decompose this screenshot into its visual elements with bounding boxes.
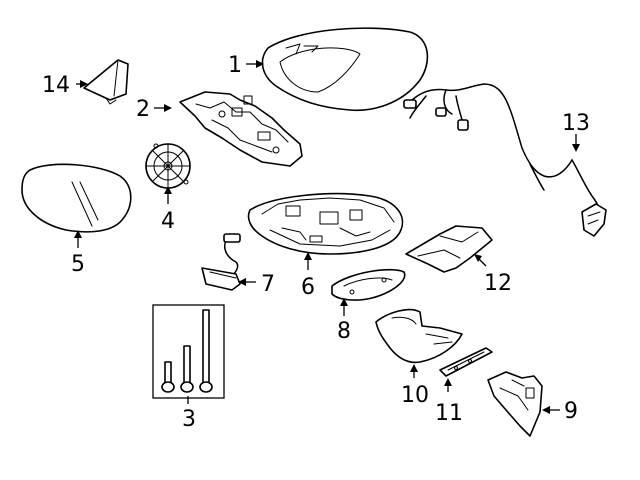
part-5-mirror-glass <box>21 163 132 233</box>
part-3-screw-set <box>152 304 225 399</box>
callout-1: 1 <box>228 53 242 78</box>
part-9-side-bracket <box>487 371 543 437</box>
callout-13: 13 <box>562 111 590 136</box>
callout-5: 5 <box>71 252 85 277</box>
part-13-wire-harness <box>403 83 607 237</box>
callout-6: 6 <box>301 275 315 300</box>
part-12-lower-cover <box>405 225 493 273</box>
callout-2: 2 <box>136 97 150 122</box>
part-8-bracket <box>331 268 406 301</box>
callout-12: 12 <box>484 271 512 296</box>
part-6-mirror-housing <box>247 192 404 255</box>
leader-lines <box>74 60 580 414</box>
callout-11: 11 <box>435 401 463 426</box>
part-11-trim-strip <box>439 347 493 377</box>
callout-14: 14 <box>42 73 70 98</box>
callout-7: 7 <box>261 272 275 297</box>
part-10-trim-cover <box>375 308 463 364</box>
callout-10: 10 <box>401 383 429 408</box>
callout-9: 9 <box>564 399 578 424</box>
part-1-mirror-cover <box>261 27 429 112</box>
part-14-cap <box>83 59 129 105</box>
callout-8: 8 <box>337 319 351 344</box>
callout-labels: 1 2 3 4 5 6 7 8 9 10 11 12 13 14 <box>42 53 590 432</box>
part-4-rotor-assembly <box>145 143 191 189</box>
part-2-mirror-actuator <box>179 91 303 167</box>
part-7-connector <box>201 233 241 291</box>
callout-3: 3 <box>182 407 196 432</box>
callout-4: 4 <box>161 209 175 234</box>
